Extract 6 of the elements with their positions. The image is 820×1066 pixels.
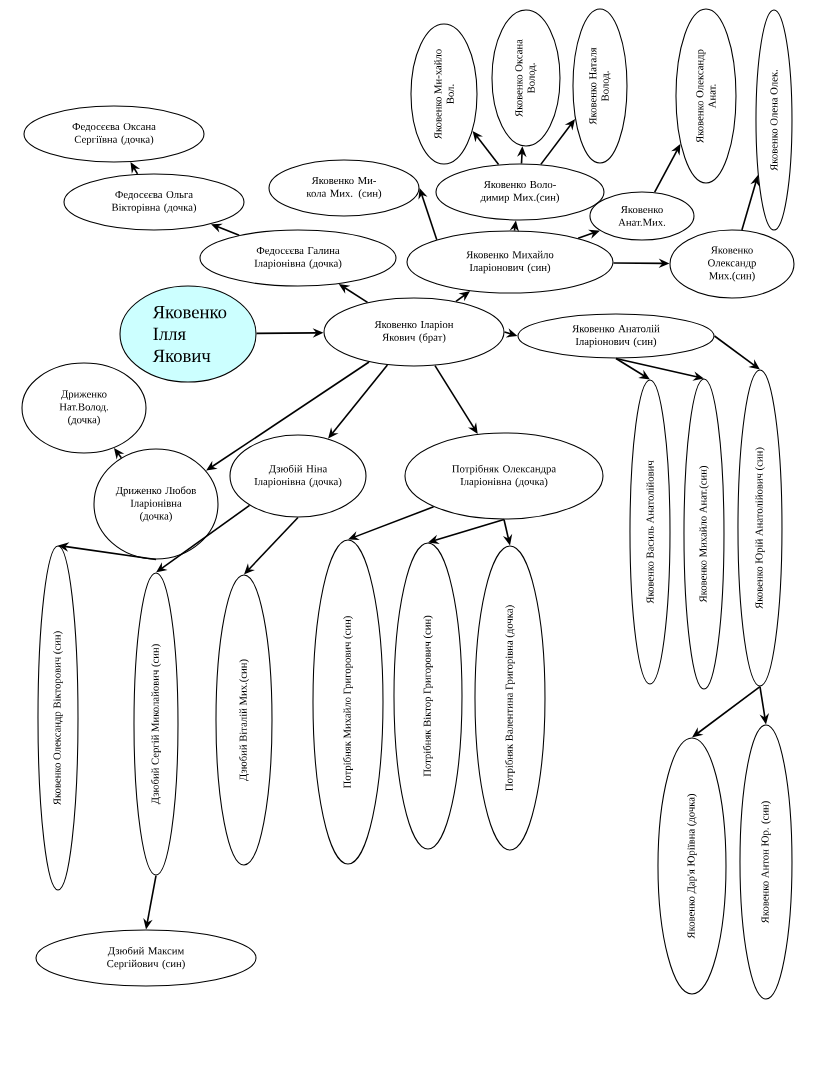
arrow (156, 504, 251, 573)
arrow (615, 357, 650, 380)
arrow (206, 361, 370, 471)
arrow (713, 335, 760, 370)
arrow (434, 364, 478, 434)
arrow (692, 685, 761, 738)
